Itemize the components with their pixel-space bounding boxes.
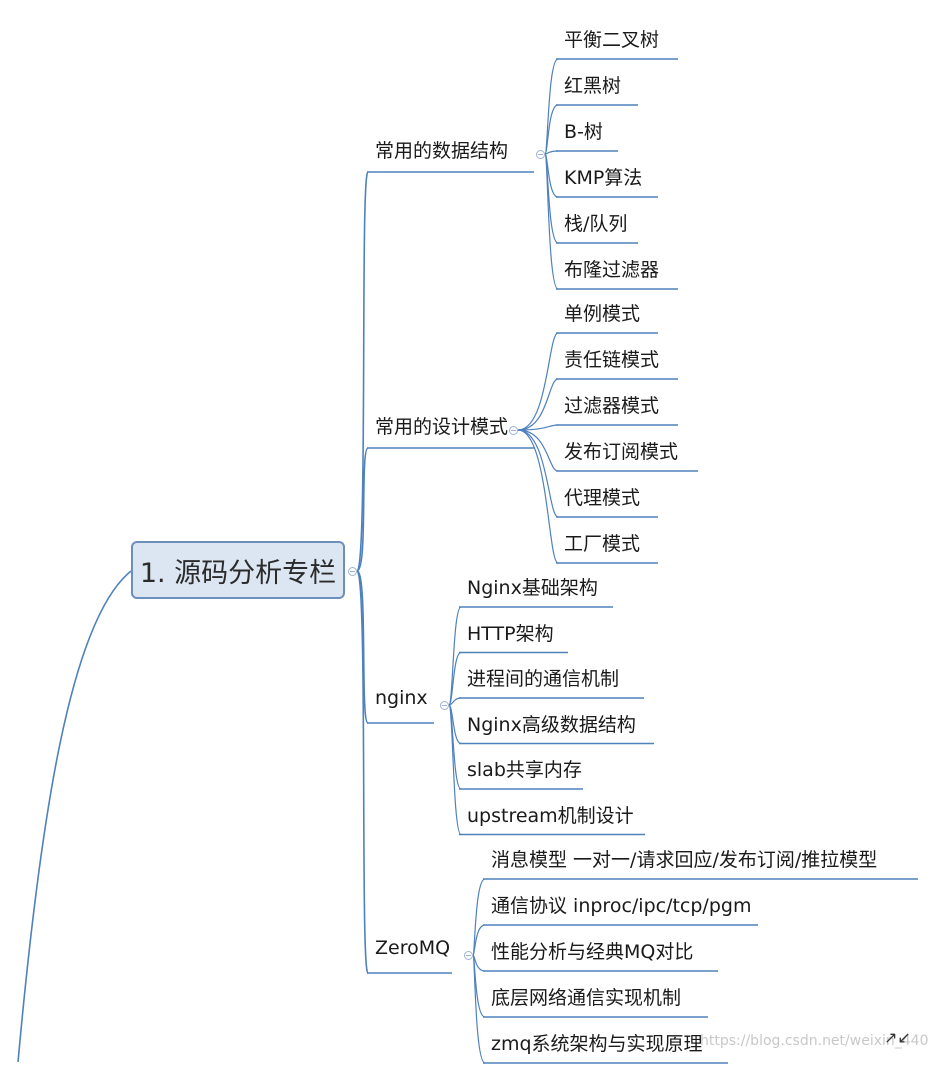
child-node[interactable]: 进程间的通信机制 [467,668,620,690]
trunk-connector [356,570,369,974]
child-connector [544,153,559,290]
child-connector [472,954,486,1064]
branch-collapse-toggle[interactable] [439,700,449,710]
branch-node[interactable]: nginx [375,687,428,709]
child-connector [472,924,486,956]
branch-node[interactable]: ZeroMQ [375,937,451,959]
child-node[interactable]: 单例模式 [564,303,641,325]
child-node[interactable]: 底层网络通信实现机制 [491,987,682,1009]
child-connector [517,429,559,564]
child-node[interactable]: KMP算法 [564,167,643,189]
branch-collapse-toggle[interactable] [535,149,545,159]
child-connector [448,651,462,706]
trunk-connector [356,447,369,572]
child-node[interactable]: HTTP架构 [467,622,554,645]
child-connector [517,424,559,431]
trunk-connector [356,171,369,572]
child-node[interactable]: Nginx基础架构 [467,577,598,599]
root-node-label: 1. 源码分析专栏 [139,557,337,589]
child-connector [517,332,559,431]
child-node[interactable]: 布隆过滤器 [564,259,660,281]
branch-collapse-toggle[interactable] [463,950,473,960]
child-node[interactable]: B-树 [564,121,603,143]
resize-arrows-icon[interactable]: ↗↙ [884,1028,911,1047]
child-node[interactable]: 工厂模式 [564,533,641,555]
branch-node[interactable]: 常用的数据结构 [375,140,509,162]
child-connector [544,104,559,155]
child-node[interactable]: 栈/队列 [564,213,628,235]
child-node[interactable]: Nginx高级数据结构 [467,713,636,736]
child-node[interactable]: 性能分析与经典MQ对比 [491,941,694,963]
watermark: https://blog.csdn.net/weixin_44062782 [700,1033,929,1049]
child-node[interactable]: zmq系统架构与实现原理 [491,1033,703,1055]
child-connector [448,704,462,836]
child-connector [517,429,559,518]
child-node[interactable]: 红黑树 [564,75,622,97]
branch-collapse-toggle[interactable] [508,425,518,435]
child-node[interactable]: slab共享内存 [467,759,582,781]
child-node[interactable]: 过滤器模式 [564,395,660,417]
trunk-connector [356,570,369,724]
child-connector [517,378,559,431]
child-connector [544,150,559,155]
child-node[interactable]: 责任链模式 [564,349,660,371]
child-node[interactable]: upstream机制设计 [467,804,634,827]
child-node[interactable]: 消息模型 一对一/请求回应/发布订阅/推拉模型 [491,849,878,871]
child-node[interactable]: 平衡二叉树 [564,29,660,51]
branch-node[interactable]: 常用的设计模式 [375,416,509,438]
child-connector [544,58,559,155]
child-connector [517,429,559,472]
child-connector [448,606,462,706]
child-connector [544,153,559,244]
root-collapse-toggle[interactable] [347,566,357,576]
child-node[interactable]: 代理模式 [564,487,641,509]
root-node[interactable]: 1. 源码分析专栏 [131,541,345,599]
child-node[interactable]: 发布订阅模式 [564,441,679,463]
child-node[interactable]: 通信协议 inproc/ipc/tcp/pgm [491,895,752,917]
parent-connector [17,570,132,1063]
